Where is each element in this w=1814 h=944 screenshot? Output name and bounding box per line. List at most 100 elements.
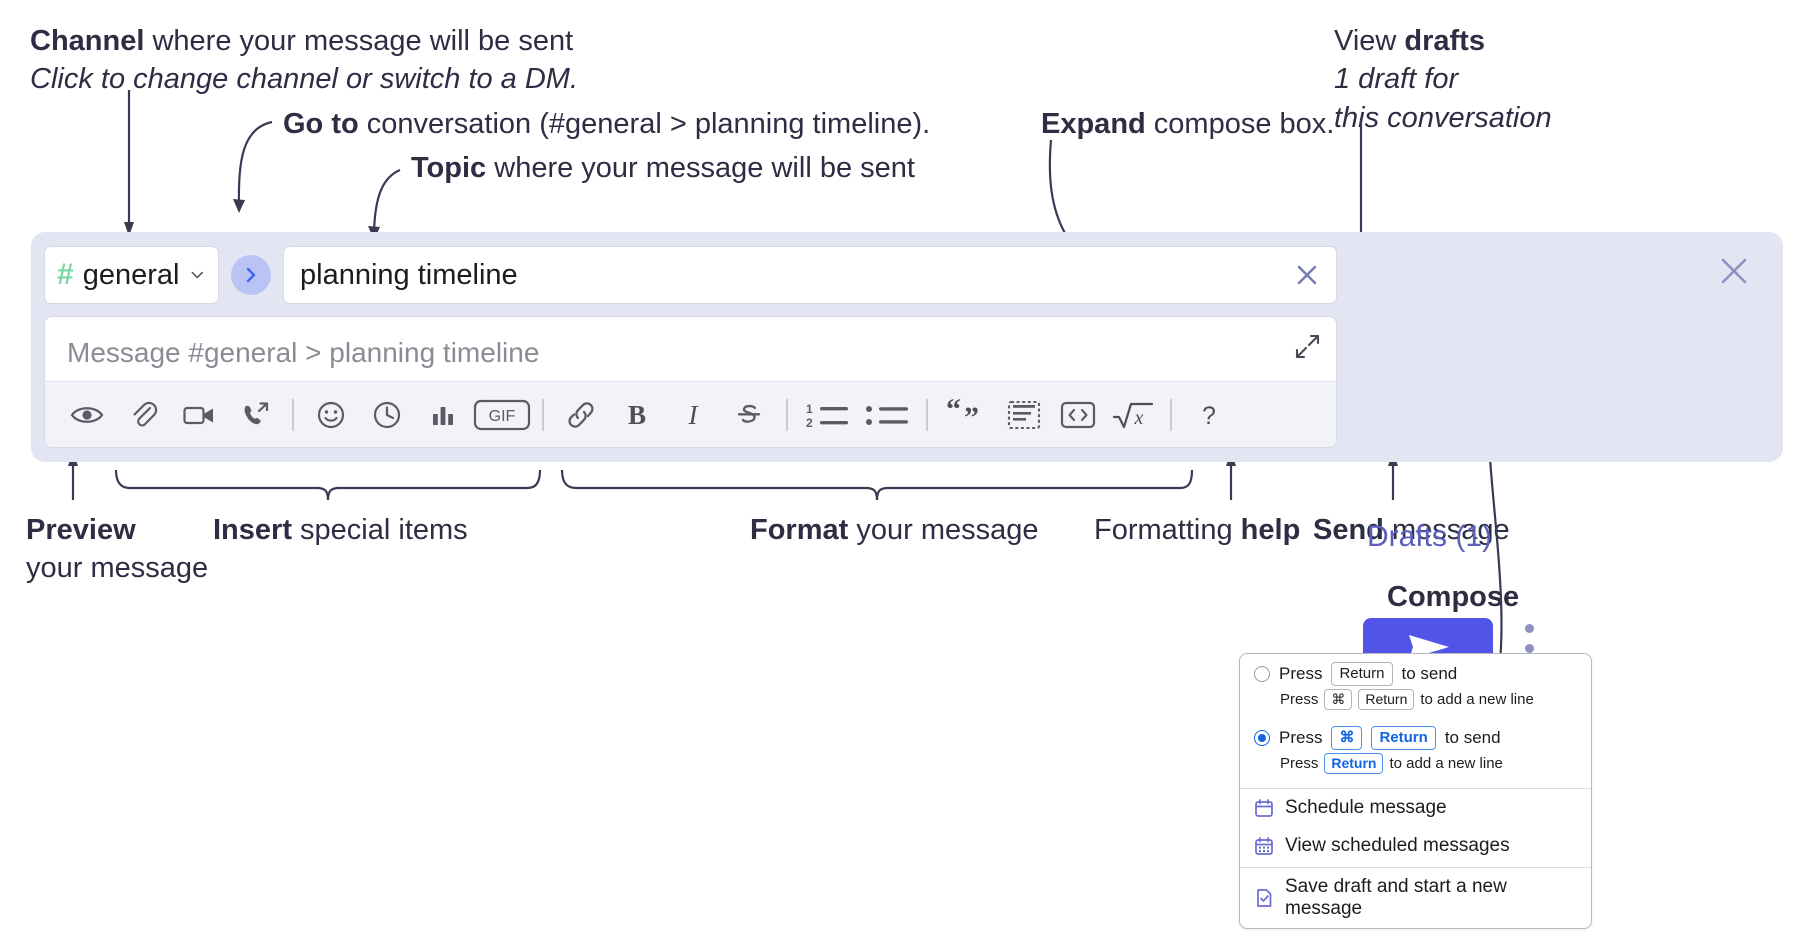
annotation-topic-rest: where your message will be sent [486, 152, 915, 184]
svg-text:“: “ [946, 399, 961, 426]
annotation-channel-bold: Channel [30, 25, 145, 57]
send-option-return[interactable]: Press Return to send [1240, 654, 1591, 687]
channel-selector[interactable]: # general [44, 246, 219, 304]
bulleted-list-icon[interactable] [857, 391, 917, 439]
option1-sub-pre: Press [1280, 691, 1319, 709]
menu-divider [1240, 867, 1591, 869]
gif-icon[interactable]: GIF [471, 391, 533, 439]
topic-value: planning timeline [300, 258, 518, 291]
annotation-insert: Insert special items [213, 511, 468, 549]
key-return: Return [1358, 689, 1415, 711]
link-icon[interactable] [553, 391, 609, 439]
annotation-channel: Channel where your message will be sent … [30, 22, 578, 99]
option1-sub-post: to add a new line [1420, 691, 1534, 709]
annotation-topic-bold: Topic [411, 152, 487, 184]
attachment-icon[interactable] [115, 391, 171, 439]
huddle-call-icon[interactable] [227, 391, 283, 439]
topic-input[interactable]: planning timeline [283, 246, 1337, 304]
kebab-dot [1524, 624, 1534, 633]
svg-text:”: ” [964, 401, 979, 431]
bold-label: B [628, 400, 646, 430]
key-command: ⌘ [1331, 726, 1363, 751]
toolbar-separator [292, 398, 294, 431]
annotation-channel-italic: Click to change channel or switch to a D… [30, 63, 579, 96]
annotation-insert-bold: Insert [213, 514, 292, 546]
annotation-expand: Expand compose box. [1041, 105, 1334, 143]
menu-item-schedule-message[interactable]: Schedule message [1240, 789, 1591, 827]
radio-selected[interactable] [1254, 730, 1270, 747]
radio-unselected[interactable] [1254, 666, 1270, 683]
option2-sub-pre: Press [1280, 755, 1319, 773]
key-return: Return [1331, 662, 1393, 687]
menu-item-view-scheduled[interactable]: View scheduled messages [1240, 827, 1591, 865]
formatting-toolbar: GIF B I [45, 381, 1336, 447]
hash-icon: # [57, 258, 74, 291]
help-label: ? [1202, 402, 1216, 430]
calendar-grid-icon [1255, 837, 1273, 856]
menu-item-label: View scheduled messages [1285, 835, 1510, 857]
annotation-format-bold: Format [750, 514, 849, 546]
preview-icon[interactable] [59, 391, 115, 439]
annotation-insert-rest: special items [291, 514, 468, 546]
annotation-preview: Preview your message [26, 511, 208, 588]
channel-name-label: general [82, 258, 180, 291]
annotation-expand-rest: compose box. [1145, 108, 1335, 140]
math-formula-icon[interactable]: x [1105, 391, 1161, 439]
key-return: Return [1324, 753, 1384, 775]
annotation-format: Format your message [750, 511, 1039, 549]
italic-label: I [688, 400, 700, 430]
annotation-co-bold1: Compose [1387, 581, 1520, 613]
message-placeholder: Message #general > planning timeline [67, 337, 540, 368]
italic-icon[interactable]: I [665, 391, 721, 439]
option1-pre: Press [1279, 664, 1323, 684]
svg-text:2: 2 [806, 416, 813, 430]
clock-icon[interactable] [359, 391, 415, 439]
menu-item-label: Schedule message [1285, 797, 1447, 819]
menu-item-save-draft[interactable]: Save draft and start a new message [1240, 868, 1591, 928]
compose-options-menu: Press Return to send Press ⌘ Return to a… [1239, 653, 1592, 930]
option2-post: to send [1444, 728, 1501, 748]
send-option-return-hint: Press ⌘ Return to add a new line [1240, 686, 1591, 718]
compose-right-pane: Drafts (1) [1337, 232, 1783, 676]
drafts-link[interactable]: Drafts (1) [1367, 520, 1493, 553]
bold-icon[interactable]: B [609, 391, 665, 439]
code-snippet-icon[interactable] [1051, 391, 1105, 439]
kebab-dot [1524, 643, 1534, 653]
send-option-cmd-return[interactable]: Press ⌘ Return to send [1240, 718, 1591, 751]
annotation-drafts: View drafts 1 draft for this conversatio… [1334, 22, 1552, 137]
poll-bars-icon[interactable] [415, 391, 471, 439]
message-input-container[interactable]: Message #general > planning timeline [44, 316, 1337, 448]
annotation-expand-bold: Expand [1041, 108, 1146, 140]
blockquote-icon[interactable]: “ ” [937, 391, 997, 439]
annotation-drafts-italic2: this conversation [1334, 101, 1552, 134]
annotation-channel-rest: where your message will be sent [144, 25, 574, 57]
close-x-icon[interactable] [1717, 254, 1751, 288]
annotation-goto: Go to conversation (#general > planning … [283, 105, 930, 143]
goto-conversation-button[interactable] [231, 255, 271, 295]
close-x-icon[interactable] [1292, 260, 1322, 290]
expand-arrows-icon[interactable] [1292, 331, 1322, 361]
option2-pre: Press [1279, 728, 1323, 748]
toolbar-separator [1170, 398, 1172, 431]
video-camera-icon[interactable] [171, 391, 227, 439]
gif-label: GIF [489, 408, 516, 425]
chevron-right-icon [246, 267, 256, 283]
option2-sub-post: to add a new line [1389, 755, 1503, 773]
toolbar-separator [542, 398, 544, 431]
compose-main-column: # general planning timeline Message #gen… [44, 244, 1337, 450]
annotation-drafts-bold: drafts [1404, 25, 1485, 57]
formatting-help-icon[interactable]: ? [1181, 391, 1237, 439]
toolbar-separator [786, 398, 788, 431]
chevron-down-icon [192, 271, 204, 279]
annotation-goto-rest: conversation (#general > planning timeli… [358, 108, 931, 140]
code-block-icon[interactable] [997, 391, 1051, 439]
annotation-goto-bold: Go to [283, 108, 359, 140]
strikethrough-icon[interactable] [721, 391, 777, 439]
emoji-icon[interactable] [303, 391, 359, 439]
annotation-topic: Topic where your message will be sent [411, 149, 915, 187]
annotation-send-bold: Send [1313, 514, 1384, 546]
ordered-list-icon[interactable]: 1 2 [797, 391, 857, 439]
annotation-help-plain: Formatting [1094, 514, 1241, 546]
send-option-cmd-return-hint: Press Return to add a new line [1240, 750, 1591, 782]
key-command: ⌘ [1324, 689, 1353, 711]
